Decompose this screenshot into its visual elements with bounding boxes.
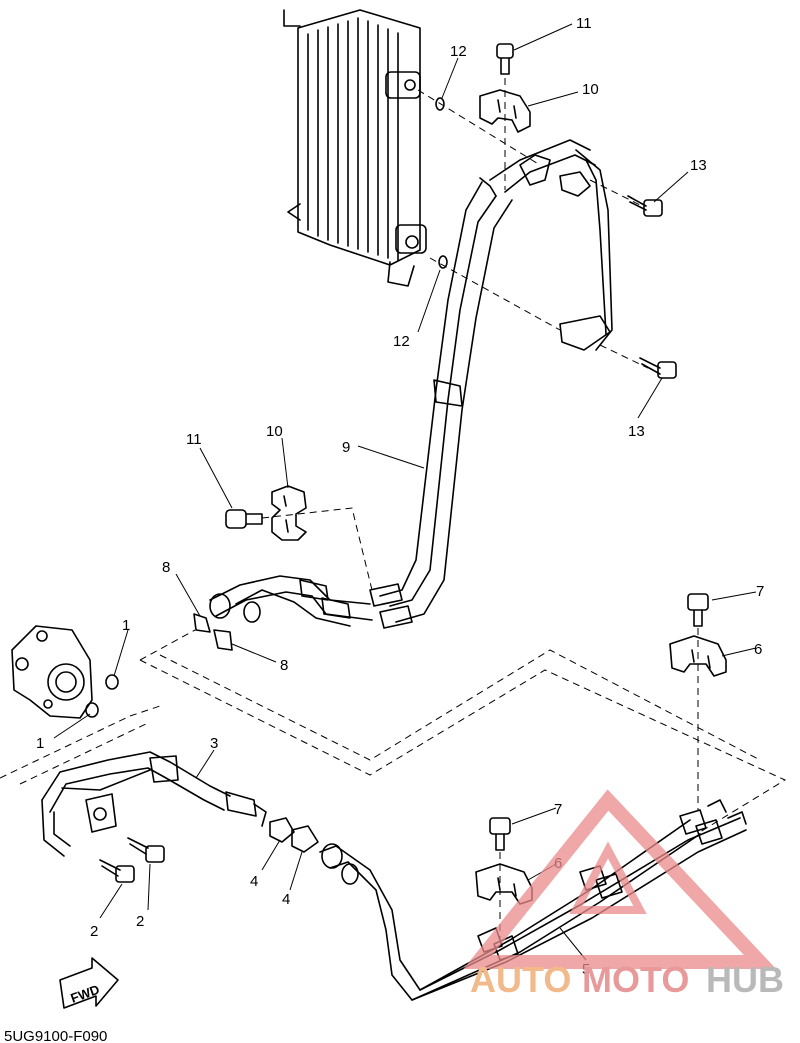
callout-1-bottom: 1	[36, 735, 44, 752]
clamp-4-left	[269, 817, 295, 843]
callout-7-lower: 7	[554, 801, 562, 818]
watermark-auto: AUTO	[470, 959, 571, 1000]
bolt-11-top	[496, 43, 514, 75]
bolt-2-right	[127, 837, 165, 863]
callout-9: 9	[342, 439, 350, 456]
callout-4-right: 4	[282, 891, 290, 908]
o-ring-12-mid	[438, 255, 448, 269]
callout-10-top: 10	[582, 81, 599, 98]
watermark-logo: AUTO MOTO HUB	[463, 789, 784, 1000]
o-ring-1-top	[105, 674, 119, 690]
callout-5: 5	[582, 961, 590, 978]
oil-pump	[11, 625, 93, 719]
fwd-arrow-icon: FWD	[59, 957, 119, 1009]
clamp-4-right	[291, 825, 319, 853]
watermark-hub: HUB	[706, 959, 784, 1000]
callout-10-left: 10	[266, 423, 283, 440]
callout-13-top: 13	[690, 157, 707, 174]
callout-3: 3	[210, 735, 218, 752]
bolt-13-top	[627, 195, 663, 217]
watermark-moto: MOTO	[582, 959, 689, 1000]
oil-cooler	[283, 9, 427, 287]
bolt-7-right	[687, 593, 709, 627]
callout-6-right: 6	[754, 641, 762, 658]
callout-11-left: 11	[186, 431, 202, 448]
bolt-11-left	[225, 509, 263, 529]
clamp-6-right	[669, 635, 727, 677]
clamp-10-top	[479, 89, 531, 133]
bolt-13-mid	[639, 357, 677, 379]
callout-7-right: 7	[756, 583, 764, 600]
drawing-code: 5UG9100-F090	[4, 1028, 107, 1043]
bolt-2-left	[99, 859, 135, 883]
fitting-8-top	[193, 613, 211, 633]
callout-8-top: 8	[162, 559, 170, 576]
o-ring-12-top	[435, 97, 445, 111]
o-ring-1-bottom	[85, 702, 99, 718]
callout-13-mid: 13	[628, 423, 645, 440]
callout-2-right: 2	[136, 913, 144, 930]
pipe-3	[41, 751, 267, 857]
hose-bend-left	[209, 575, 373, 627]
callout-11-top: 11	[576, 15, 592, 32]
clamp-10-left	[271, 485, 307, 541]
callout-1-top: 1	[122, 617, 130, 634]
callout-4-left: 4	[250, 873, 258, 890]
callout-12-top: 12	[450, 43, 467, 60]
callout-12-mid: 12	[393, 333, 410, 350]
bolt-7-lower	[489, 817, 511, 851]
hose-5	[319, 799, 747, 1001]
leader-lines	[53, 23, 757, 961]
callout-2-left: 2	[90, 923, 98, 940]
fitting-8-bottom	[213, 629, 233, 651]
hose-9	[369, 139, 613, 629]
callout-8-bottom: 8	[280, 657, 288, 674]
